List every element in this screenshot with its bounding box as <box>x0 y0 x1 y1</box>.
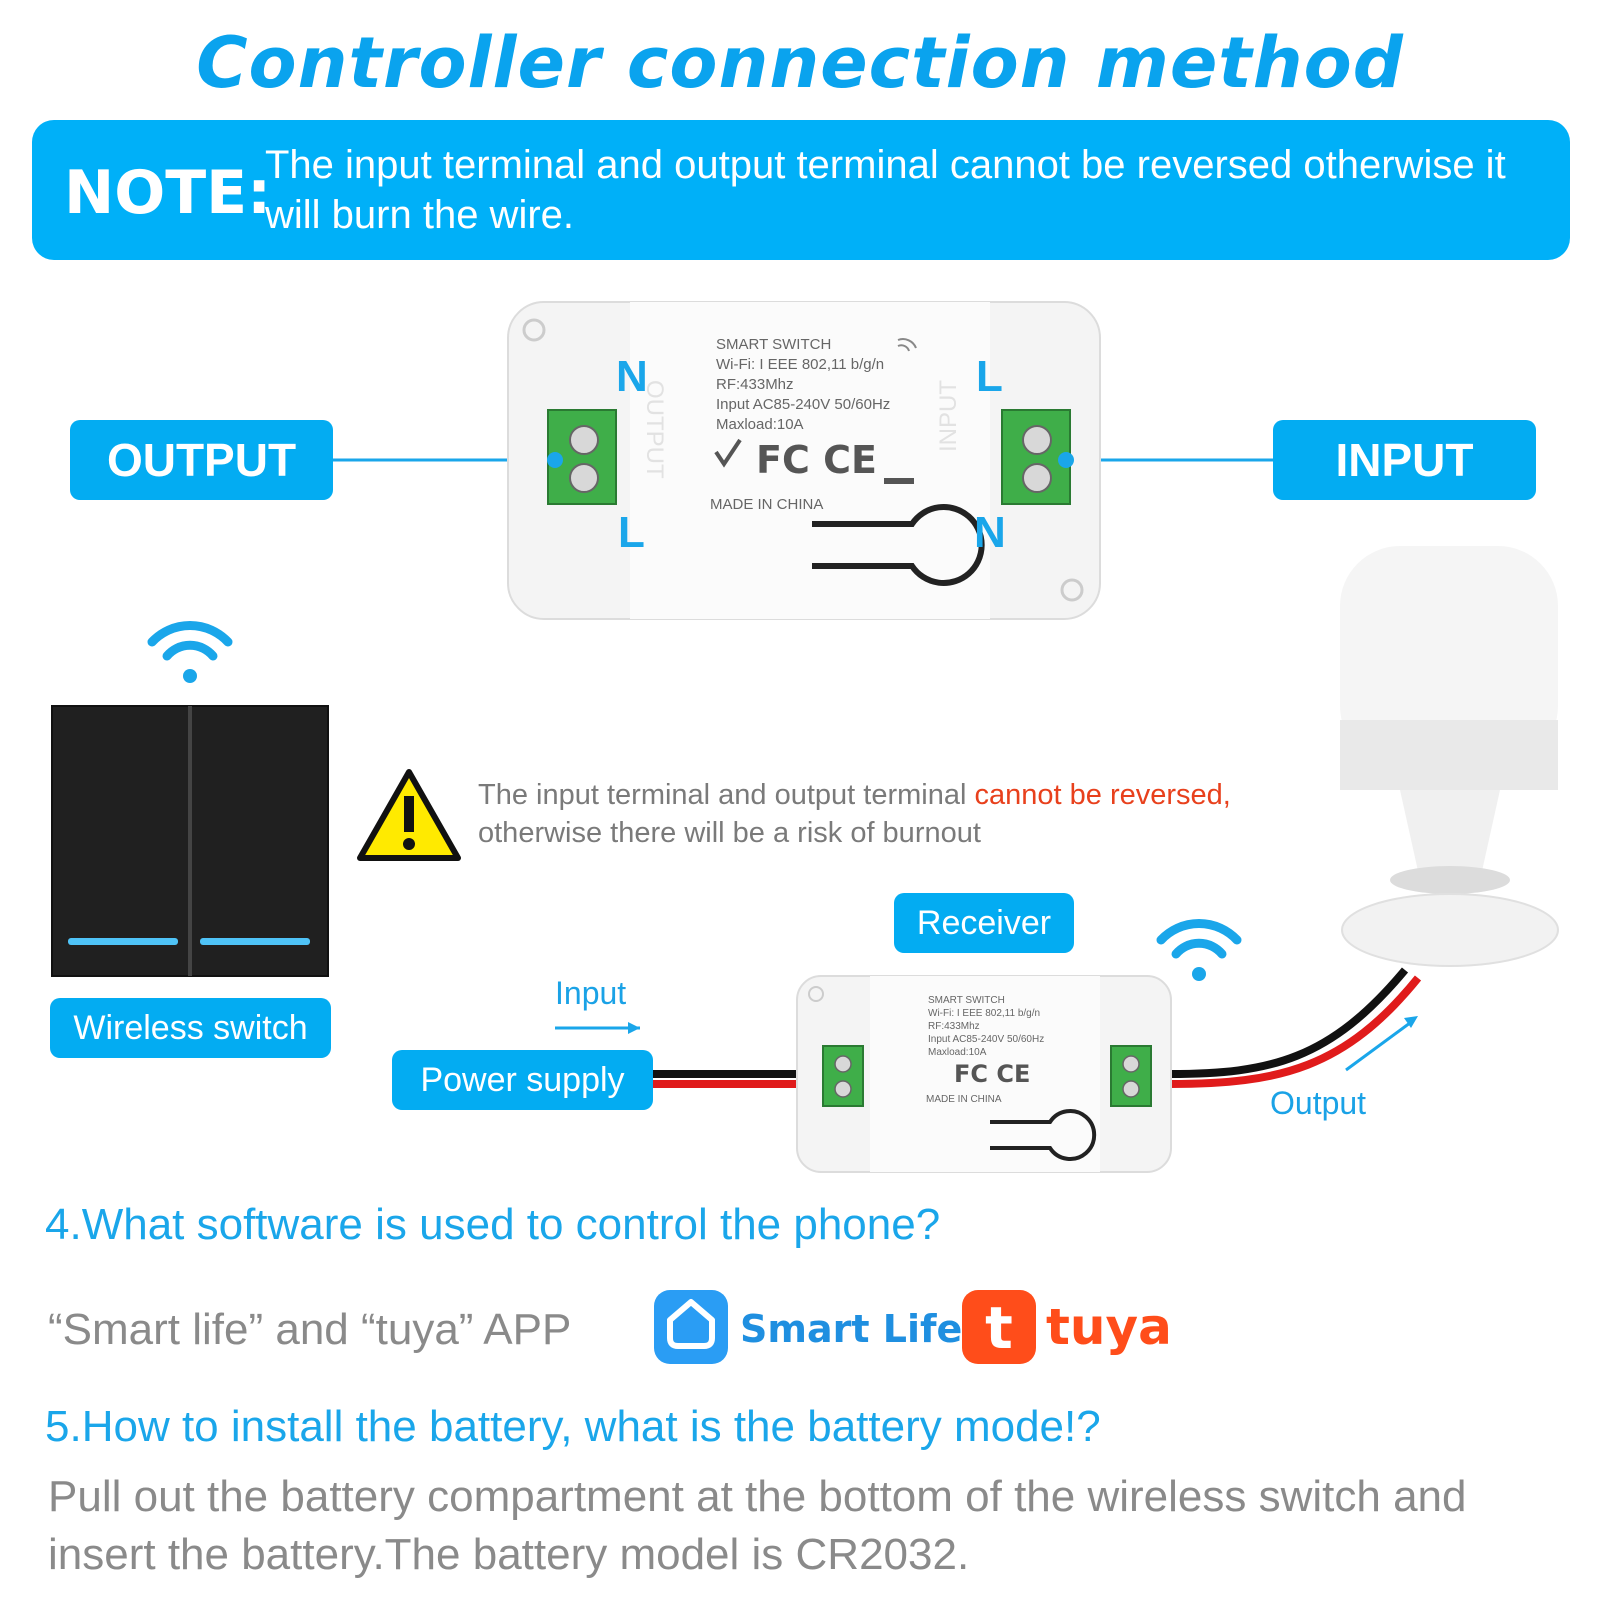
receiver-label-line: RF:433Mhz <box>928 1021 980 1032</box>
tuya-logo-icon: t <box>962 1290 1036 1364</box>
wifi-icon <box>1156 919 1242 981</box>
wireless-switch-label: Wireless switch <box>50 998 331 1058</box>
terminal-right-bottom: N <box>974 508 1006 557</box>
arrow-icon <box>555 1022 640 1034</box>
question-4: 4.What software is used to control the p… <box>45 1200 941 1249</box>
module-label-line: Maxload:10A <box>716 416 804 433</box>
smart-life-logo-text: Smart Life <box>740 1307 963 1351</box>
smart-life-logo-icon <box>654 1290 728 1364</box>
module-label-line: RF:433Mhz <box>716 376 794 393</box>
input-label: INPUT <box>1273 420 1536 500</box>
warning-text-red: cannot be reversed, <box>974 779 1231 811</box>
module-side-output: OUTPUT <box>641 380 668 479</box>
warning-text-end: otherwise there will be a risk of burnou… <box>478 817 981 849</box>
fc-ce-marks: FC CE <box>756 438 877 482</box>
module-made-in: MADE IN CHINA <box>710 496 824 513</box>
terminal-left-top: N <box>616 352 648 401</box>
wifi-icon <box>147 621 233 683</box>
module-label-line: Wi-Fi: I EEE 802,11 b/g/n <box>716 356 885 373</box>
note-text: The input terminal and output terminal c… <box>265 143 1506 237</box>
receiver-label-line: Input AC85-240V 50/60Hz <box>928 1034 1045 1045</box>
input-arrow-label: Input <box>555 975 627 1011</box>
apps-text: “Smart life” and “tuya” APP <box>48 1305 572 1354</box>
terminal-left-bottom: L <box>618 508 645 557</box>
arrow-icon <box>1345 1016 1418 1072</box>
module-label-line: SMART SWITCH <box>716 336 832 353</box>
light-bulb <box>1340 546 1559 967</box>
module-label-line: Input AC85-240V 50/60Hz <box>716 396 891 413</box>
warning-icon <box>357 769 461 861</box>
receiver-label-line: Maxload:10A <box>928 1047 987 1058</box>
answer-5: Pull out the battery compartment at the … <box>48 1472 1467 1579</box>
receiver-fc-ce-marks: FC CE <box>954 1060 1031 1088</box>
note-banner <box>32 120 1570 260</box>
receiver-label-line: SMART SWITCH <box>928 995 1005 1006</box>
question-5: 5.How to install the battery, what is th… <box>45 1402 1101 1451</box>
terminal-right-top: L <box>976 352 1003 401</box>
output-arrow-label: Output <box>1270 1085 1367 1121</box>
receiver-label: Receiver <box>894 893 1074 953</box>
power-supply-label: Power supply <box>392 1050 653 1110</box>
receiver-label-line: Wi-Fi: I EEE 802,11 b/g/n <box>928 1008 1041 1019</box>
note-label: NOTE: <box>64 158 272 228</box>
page-title: Controller connection method <box>196 22 1404 104</box>
warning-text-start: The input terminal and output terminal <box>478 779 975 811</box>
svg-text:t: t <box>985 1294 1013 1362</box>
receiver-made-in: MADE IN CHINA <box>926 1094 1002 1105</box>
tuya-logo-text: tuya <box>1046 1298 1172 1356</box>
output-label: OUTPUT <box>70 420 333 500</box>
warning-text: The input terminal and output terminal c… <box>478 776 1378 852</box>
